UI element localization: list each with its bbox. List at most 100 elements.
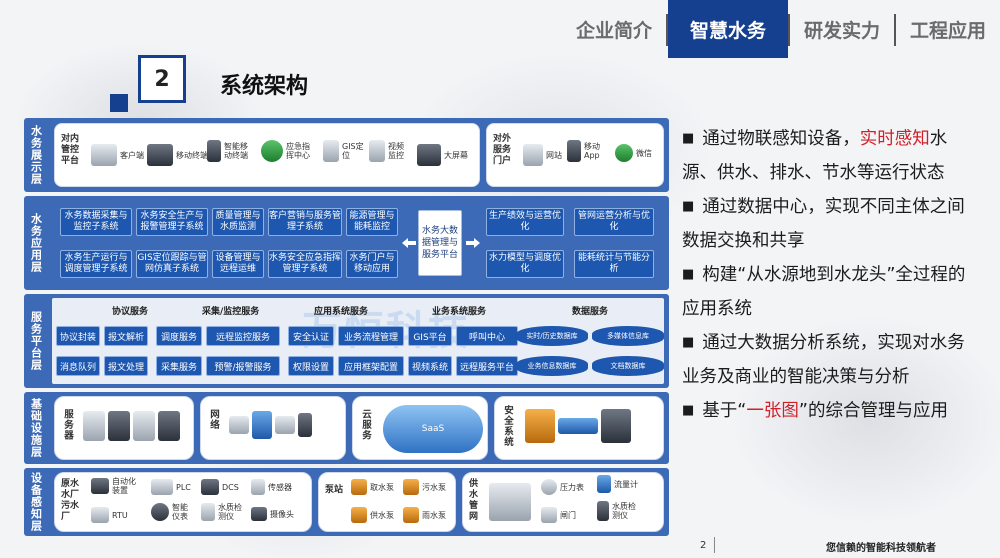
pump-icon (403, 479, 419, 495)
mobile-terminal-device: 移动终端 (147, 144, 208, 166)
laptop-icon (147, 144, 173, 166)
camera-device: 摄像头 (251, 507, 294, 521)
service-box: 安全认证 (288, 326, 334, 346)
phone-icon (261, 140, 283, 162)
app-module: 设备管理与远程运维 (212, 250, 264, 278)
layer-display: 水务展示层 对内管控平台 客户端 移动终端 智能移动终端 应急指挥中心 GIS定… (24, 118, 669, 192)
mobile-app: 移动App (567, 140, 613, 162)
layer-label: 基础设施层 (29, 398, 43, 458)
top-nav: 企业简介 智慧水务 研发实力 工程应用 (562, 0, 1000, 58)
layer-label: 水务应用层 (29, 213, 43, 273)
service-group-title: 应用系统服务 (314, 307, 369, 317)
app-module: 水务安全生产与报警管理子系统 (136, 208, 208, 236)
bullet-item: ■通过数据中心，实现不同主体之间数据交换和共享 (682, 197, 965, 251)
pump-device: 取水泵 (351, 479, 394, 495)
client-device: 客户端 (91, 144, 144, 166)
service-group-title: 业务系统服务 (432, 307, 487, 317)
mobile-icon (298, 413, 312, 437)
nav-tab-smart-water[interactable]: 智慧水务 (667, 0, 788, 58)
big-data-platform: 水务大数据管理与服务平台 (418, 210, 462, 276)
nav-divider (787, 14, 790, 46)
architecture-diagram: 水务展示层 对内管控平台 客户端 移动终端 智能移动终端 应急指挥中心 GIS定… (24, 118, 669, 536)
emergency-center: 应急指挥中心 (261, 140, 319, 162)
wechat: 微信 (615, 144, 652, 162)
cctv-icon (251, 507, 267, 521)
flowmeter-icon (597, 475, 611, 493)
panel-title: 对内管控平台 (61, 134, 80, 166)
layer-label: 服务平台层 (29, 311, 43, 371)
dcs-icon (201, 479, 219, 495)
gate-valve: 闸门 (541, 507, 576, 523)
app-module: 水务数据采集与监控子系统 (60, 208, 132, 236)
service-box: GIS平台 (408, 326, 452, 346)
camera-icon (369, 140, 385, 162)
app-module: GIS定位跟踪与管网仿真子系统 (136, 250, 208, 278)
pressure-gauge: 压力表 (541, 479, 584, 495)
app-module: 水力模型与调度优化 (486, 250, 564, 278)
layer-label: 设备感知层 (29, 472, 43, 532)
service-box: 报文处理 (104, 356, 148, 376)
database-cylinder: 实时/历史数据库 (516, 326, 588, 346)
smart-mobile-device: 智能移动终端 (207, 140, 255, 162)
gauge-icon (151, 503, 169, 521)
layer-infrastructure: 基础设施层 服务器 网络 云服务 SaaS 安全系统 (24, 392, 669, 464)
service-box: 消息队列 (56, 356, 100, 376)
bullet-item: ■基于“一张图”的综合管理与应用 (682, 401, 948, 421)
service-panel: 万恒科技 协议服务 采集/监控服务 应用系统服务 业务系统服务 数据服务 协议封… (52, 298, 664, 384)
arrow-left-icon (402, 238, 416, 248)
service-box: 应用框架配置 (338, 356, 404, 376)
service-box: 视频系统 (408, 356, 452, 376)
service-box: 预警/报警服务 (206, 356, 280, 376)
security-rack-icon (601, 409, 631, 443)
section-number: 2 (138, 55, 186, 103)
nav-tab-rd-strength[interactable]: 研发实力 (803, 19, 880, 42)
video-wall-icon (417, 144, 441, 166)
section-title: 系统架构 (220, 74, 309, 99)
pipe-device (489, 483, 531, 521)
server-icon (133, 411, 155, 441)
nav-tab-company-intro[interactable]: 企业简介 (575, 19, 652, 42)
bullet-marker: ■ (682, 131, 695, 146)
nav-tab-engineering[interactable]: 工程应用 (909, 19, 986, 42)
quality-tester-icon (597, 501, 609, 521)
video-monitor: 视频监控 (369, 140, 413, 162)
database-cylinder: 多媒体信息库 (592, 326, 664, 346)
server-panel: 服务器 (54, 396, 194, 460)
app-module: 水务安全应急指挥管理子系统 (268, 250, 342, 278)
pipe-icon (489, 483, 531, 521)
server-icon (158, 411, 180, 441)
external-portal-panel: 对外服务门户 网站 移动App 微信 (486, 123, 664, 187)
security-panel: 安全系统 (494, 396, 664, 460)
flow-meter: 流量计 (597, 475, 638, 493)
service-box: 报文解析 (104, 326, 148, 346)
pump-icon (351, 507, 367, 523)
wechat-icon (615, 144, 633, 162)
pump-device: 雨水泵 (403, 507, 446, 523)
database-cylinder: 业务信息数据库 (516, 356, 588, 376)
smart-meter-device: 智能仪表 (151, 503, 194, 521)
pump-station-panel: 泵站 取水泵 污水泵 供水泵 雨水泵 (318, 472, 456, 532)
quality-tester-icon (201, 503, 215, 521)
rtu-device: RTU (91, 507, 128, 523)
router-icon (558, 418, 598, 434)
website-portal: 网站 (523, 144, 562, 166)
smartphone-icon (567, 140, 581, 162)
service-box: 呼叫中心 (456, 326, 518, 346)
network-node-icon (229, 416, 249, 434)
panel-title: 对外服务门户 (493, 134, 512, 166)
service-box: 远程监控服务 (206, 326, 280, 346)
automation-device: 自动化装置 (91, 477, 138, 495)
footer-slogan: 您信赖的智能科技领航者 (826, 543, 936, 554)
bullet-marker: ■ (682, 267, 695, 282)
wifi-icon (252, 411, 272, 439)
server-icon (83, 411, 105, 441)
layer-application: 水务应用层 水务数据采集与监控子系统 水务安全生产与报警管理子系统 质量管理与水… (24, 196, 669, 290)
pump-device: 污水泵 (403, 479, 446, 495)
page-number: 2 (700, 540, 707, 551)
layer-perception: 设备感知层 原水水厂污水厂 自动化装置 PLC DCS 传感器 RTU 智能仪表… (24, 468, 669, 536)
valve-icon (541, 507, 557, 523)
water-plant-panel: 原水水厂污水厂 自动化装置 PLC DCS 传感器 RTU 智能仪表 水质检测仪… (54, 472, 312, 532)
footer-divider (714, 537, 715, 553)
quality-tester: 水质检测仪 (597, 501, 642, 521)
gauge-icon (541, 479, 557, 495)
